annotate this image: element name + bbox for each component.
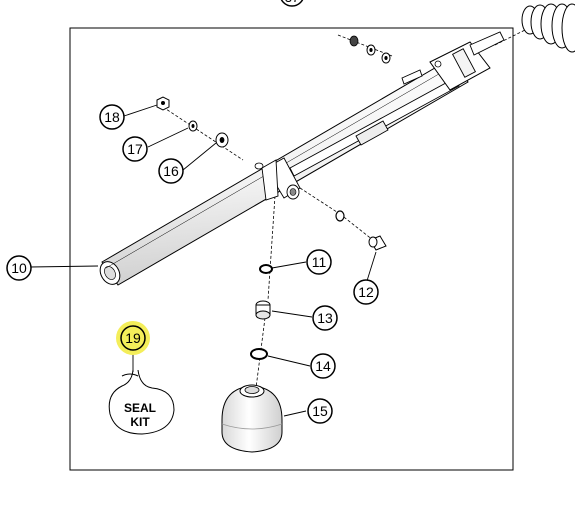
tee-fitting bbox=[254, 157, 301, 201]
seal-kit-line1: SEAL bbox=[124, 401, 156, 415]
part-15-tank bbox=[221, 384, 283, 453]
callout-12: 12 bbox=[353, 279, 379, 305]
callout-leaders bbox=[29, 104, 377, 417]
svg-text:19: 19 bbox=[125, 330, 141, 346]
part-16-bushing bbox=[215, 132, 229, 148]
svg-text:37: 37 bbox=[285, 0, 299, 5]
seal-kit-bubble: SEAL KIT bbox=[108, 369, 175, 435]
callout-14: 14 bbox=[310, 353, 336, 379]
svg-text:13: 13 bbox=[317, 310, 333, 326]
callout-16: 16 bbox=[158, 158, 184, 184]
part-11-washer-upper bbox=[335, 210, 345, 222]
part-17-washer bbox=[188, 120, 198, 132]
bellows-boot bbox=[521, 3, 575, 53]
svg-text:18: 18 bbox=[104, 109, 120, 125]
part-13-fitting bbox=[255, 300, 271, 320]
callout-17: 17 bbox=[122, 136, 148, 162]
part-14-oring bbox=[250, 348, 268, 360]
svg-text:10: 10 bbox=[11, 260, 27, 276]
svg-text:15: 15 bbox=[312, 403, 328, 419]
svg-text:11: 11 bbox=[312, 254, 327, 270]
callout-18: 18 bbox=[99, 104, 125, 130]
callout-19-highlighted: 19 bbox=[116, 321, 150, 355]
callout-15: 15 bbox=[307, 398, 333, 424]
callout-13: 13 bbox=[312, 305, 338, 331]
svg-text:16: 16 bbox=[163, 163, 179, 179]
callout-10: 10 bbox=[6, 255, 32, 281]
part-12-plug bbox=[368, 235, 387, 251]
svg-text:14: 14 bbox=[315, 358, 331, 374]
svg-text:12: 12 bbox=[358, 284, 374, 300]
parallel-rod bbox=[289, 77, 460, 177]
right-end-assembly bbox=[401, 31, 505, 91]
diagram-frame bbox=[69, 27, 514, 471]
part-18-nut bbox=[156, 96, 170, 111]
callout-37-partial: 37 bbox=[280, 0, 304, 7]
part-11-oring bbox=[259, 264, 273, 274]
callout-11: 11 bbox=[306, 249, 332, 275]
seal-kit-line2: KIT bbox=[130, 415, 150, 429]
svg-text:17: 17 bbox=[127, 141, 143, 157]
top-washers bbox=[349, 35, 391, 64]
